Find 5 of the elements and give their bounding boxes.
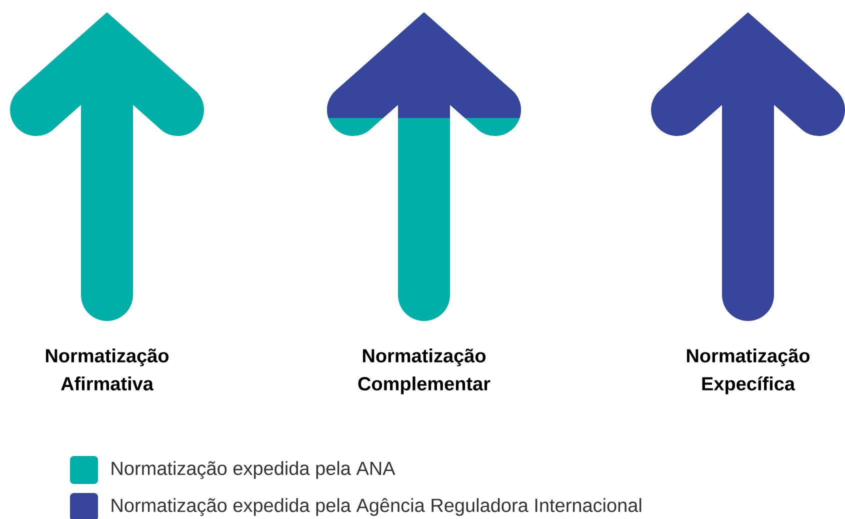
legend-text: Normatização expedida pela Agência Reguladora Internacional: [112, 498, 642, 516]
arrow-caption: Normatização Expecífica: [686, 348, 810, 394]
arrow-caption: Normatização Complementar: [358, 348, 490, 394]
legend-text: Normatização expedida pela ANA: [112, 461, 396, 479]
arrow-caption: Normatização Afirmativa: [46, 348, 169, 390]
